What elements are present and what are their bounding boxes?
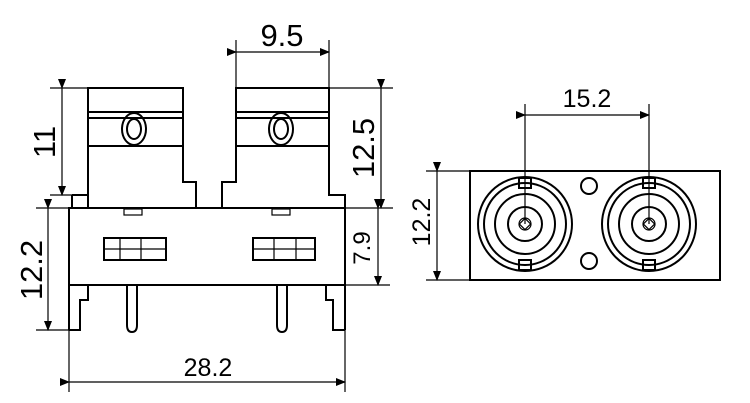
dim-height-right-top: 12.5 [329, 79, 393, 209]
dim-label-height-right-top: 12.5 [346, 118, 381, 178]
dim-label-height-right-bottom: 7.9 [349, 231, 376, 264]
left-housing [71, 87, 197, 208]
pin-right [276, 285, 288, 334]
dim-width-bottom: 28.2 [60, 330, 346, 392]
right-hole-icon [268, 112, 294, 146]
front-panel [469, 170, 721, 281]
small-hole-top [580, 177, 598, 195]
dim-label-height-left-bottom: 12.2 [14, 240, 49, 300]
dim-label-width-bottom: 28.2 [184, 354, 233, 382]
dim-height-left-top: 11 [27, 79, 88, 196]
front-view [469, 170, 721, 281]
side-view [68, 87, 346, 334]
dim-label-panel-height: 12.2 [408, 198, 436, 247]
right-housing [221, 87, 346, 208]
dim-width-top: 9.5 [227, 18, 330, 88]
right-latch [252, 237, 316, 261]
dim-height-left-bottom: 12.2 [14, 199, 69, 331]
dim-pitch: 15.2 [516, 85, 650, 224]
dim-label-pitch: 15.2 [563, 85, 612, 113]
dim-label-height-left-top: 11 [27, 126, 62, 158]
dim-label-width-top: 9.5 [260, 18, 303, 53]
small-hole-bottom [580, 252, 598, 270]
left-hole-icon [121, 112, 147, 146]
dim-height-right-bottom: 7.9 [345, 199, 390, 286]
pin-left [126, 285, 138, 334]
side-body [68, 207, 346, 286]
right-leg [325, 285, 345, 331]
left-latch [103, 237, 167, 261]
left-leg [69, 285, 89, 331]
dim-panel-height: 12.2 [408, 162, 470, 281]
